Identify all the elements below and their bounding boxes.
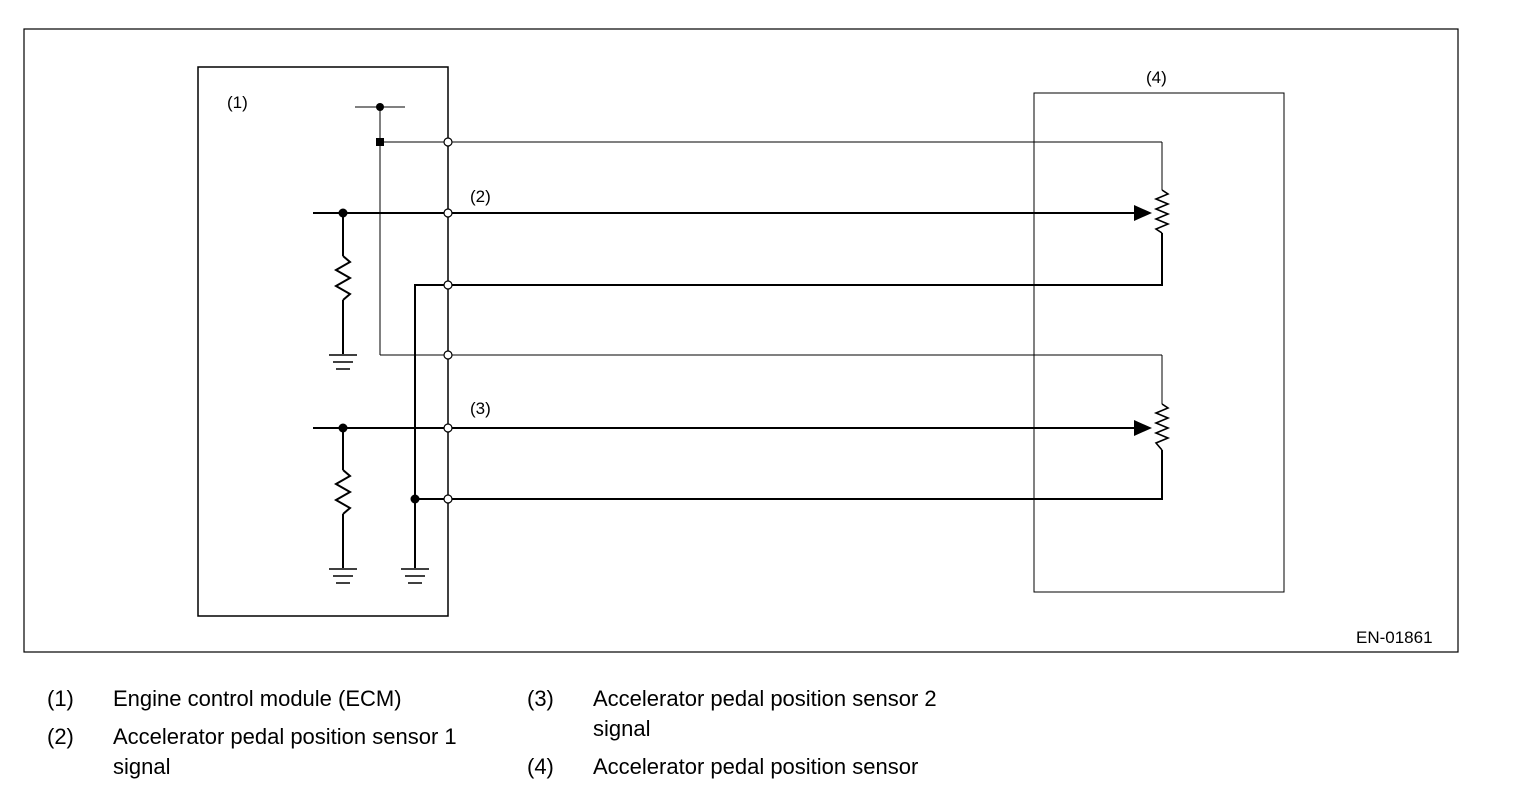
ecm-box [197,66,449,617]
signal2-label: (3) [470,399,491,418]
legend-item-text: Accelerator pedal position sensor [593,754,919,779]
legend-item-text: Engine control module (ECM) [113,686,402,711]
sensor-potentiometers [1153,189,1171,451]
legend-item: (3) Accelerator pedal position sensor 2 … [527,684,973,744]
legend-item: (1) Engine control module (ECM) [47,684,493,714]
power-junction-square [376,138,384,146]
ground-wiring [414,233,1163,568]
signal1-arrow [1134,205,1152,221]
ground-junction-dot [410,494,420,504]
legend-item: (4) Accelerator pedal position sensor [527,752,973,782]
signal2-arrow [1134,420,1152,436]
legend-item-number: (2) [47,724,74,749]
wiring-diagram: (1) (4) (2) (3) [23,28,1459,653]
signal2-wiring [313,427,1138,568]
ground-symbols [329,354,429,584]
legend-item-number: (3) [527,686,554,711]
legend-item: (2) Accelerator pedal position sensor 1 … [47,722,493,782]
legend-item-text: Accelerator pedal position sensor 2 sign… [593,686,937,741]
ecm-label: (1) [227,93,248,112]
diagram-code: EN-01861 [1356,628,1433,647]
legend-column-left: (1) Engine control module (ECM) (2) Acce… [47,684,493,790]
legend-item-number: (1) [47,686,74,711]
legend-column-right: (3) Accelerator pedal position sensor 2 … [527,684,973,790]
signal1-wiring [313,212,1138,354]
signal1-label: (2) [470,187,491,206]
power-supply-wiring [355,106,1163,404]
ecm-connector-terminals [443,137,453,504]
diagram-frame [23,28,1459,653]
legend-item-text: Accelerator pedal position sensor 1 sign… [113,724,457,779]
legend-item-number: (4) [527,754,554,779]
signal2-junction-dot [338,423,348,433]
power-junction-dot [376,103,384,111]
sensor-label: (4) [1146,68,1167,87]
sensor-box [1033,92,1285,593]
signal1-junction-dot [338,208,348,218]
